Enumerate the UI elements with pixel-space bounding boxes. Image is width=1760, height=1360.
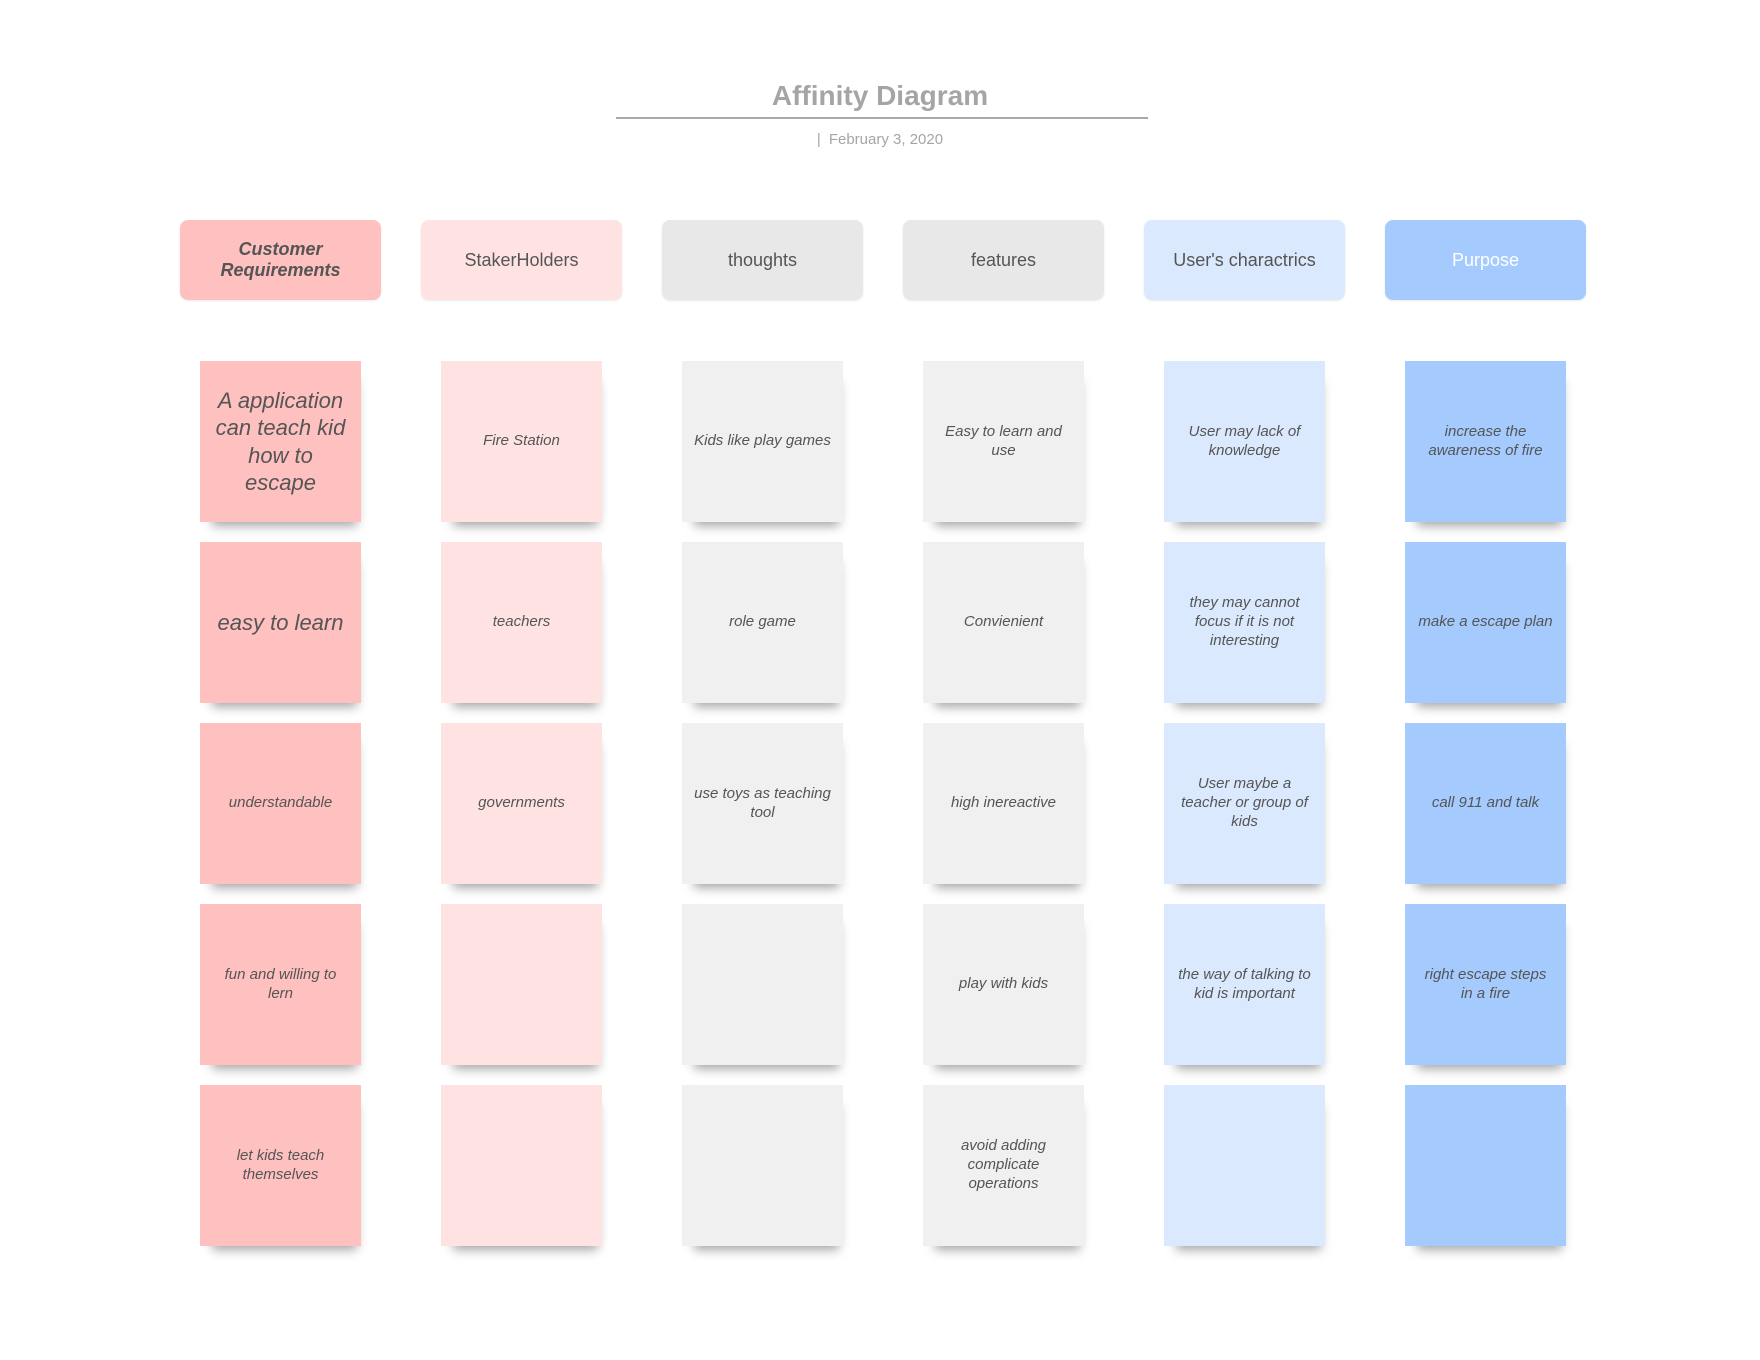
header-customer-requirements[interactable]: Customer Requirements	[180, 220, 381, 300]
sticky-note[interactable]: User maybe a teacher or group of kids	[1164, 723, 1325, 884]
sticky-note[interactable]: Convienient	[923, 542, 1084, 703]
notes-user-characteristics: User may lack of knowledge they may cann…	[1164, 361, 1325, 1246]
diagram-date: February 3, 2020	[828, 131, 944, 148]
notes-features: Easy to learn and use Convienient high i…	[923, 361, 1084, 1246]
sticky-note[interactable]: Kids like play games	[682, 361, 843, 522]
sticky-note[interactable]: A application can teach kid how to escap…	[200, 361, 361, 522]
affinity-columns: Customer Requirements A application can …	[180, 220, 1586, 1270]
date-line: | February 3, 2020	[0, 131, 1760, 148]
sticky-note-empty[interactable]	[441, 1085, 602, 1246]
sticky-note[interactable]: right escape steps in a fire	[1405, 904, 1566, 1065]
notes-customer-requirements: A application can teach kid how to escap…	[200, 361, 361, 1246]
header-user-characteristics[interactable]: User's charactrics	[1144, 220, 1345, 300]
sticky-note[interactable]: the way of talking to kid is important	[1164, 904, 1325, 1065]
sticky-note[interactable]: let kids teach themselves	[200, 1085, 361, 1246]
sticky-note[interactable]: play with kids	[923, 904, 1084, 1065]
sticky-note-empty[interactable]	[682, 1085, 843, 1246]
sticky-note-empty[interactable]	[682, 904, 843, 1065]
sticky-note[interactable]: high inereactive	[923, 723, 1084, 884]
column-customer-requirements: Customer Requirements A application can …	[180, 220, 381, 1270]
sticky-note[interactable]: make a escape plan	[1405, 542, 1566, 703]
header-purpose[interactable]: Purpose	[1385, 220, 1586, 300]
diagram-title: Affinity Diagram	[771, 80, 989, 111]
notes-stakeholders: Fire Station teachers governments	[441, 361, 602, 1246]
sticky-note[interactable]: understandable	[200, 723, 361, 884]
header-thoughts[interactable]: thoughts	[662, 220, 863, 300]
column-features: features Easy to learn and use Convienie…	[903, 220, 1104, 1270]
column-purpose: Purpose increase the awareness of fire m…	[1385, 220, 1586, 1270]
sticky-note[interactable]: increase the awareness of fire	[1405, 361, 1566, 522]
sticky-note[interactable]: fun and willing to lern	[200, 904, 361, 1065]
header-features[interactable]: features	[903, 220, 1104, 300]
sticky-note-empty[interactable]	[1405, 1085, 1566, 1246]
sticky-note[interactable]: governments	[441, 723, 602, 884]
sticky-note[interactable]: Fire Station	[441, 361, 602, 522]
column-thoughts: thoughts Kids like play games role game …	[662, 220, 863, 1270]
date-separator: |	[816, 131, 821, 148]
sticky-note[interactable]: role game	[682, 542, 843, 703]
notes-purpose: increase the awareness of fire make a es…	[1405, 361, 1566, 1246]
title-underline	[616, 117, 1148, 119]
sticky-note[interactable]: User may lack of knowledge	[1164, 361, 1325, 522]
sticky-note[interactable]: call 911 and talk	[1405, 723, 1566, 884]
sticky-note[interactable]: teachers	[441, 542, 602, 703]
sticky-note[interactable]: use toys as teaching tool	[682, 723, 843, 884]
sticky-note[interactable]: Easy to learn and use	[923, 361, 1084, 522]
column-user-characteristics: User's charactrics User may lack of know…	[1144, 220, 1345, 1270]
sticky-note-empty[interactable]	[441, 904, 602, 1065]
sticky-note[interactable]: avoid adding complicate operations	[923, 1085, 1084, 1246]
column-stakeholders: StakerHolders Fire Station teachers gove…	[421, 220, 622, 1270]
header-stakeholders[interactable]: StakerHolders	[421, 220, 622, 300]
notes-thoughts: Kids like play games role game use toys …	[682, 361, 843, 1246]
sticky-note-empty[interactable]	[1164, 1085, 1325, 1246]
sticky-note[interactable]: easy to learn	[200, 542, 361, 703]
sticky-note[interactable]: they may cannot focus if it is not inter…	[1164, 542, 1325, 703]
